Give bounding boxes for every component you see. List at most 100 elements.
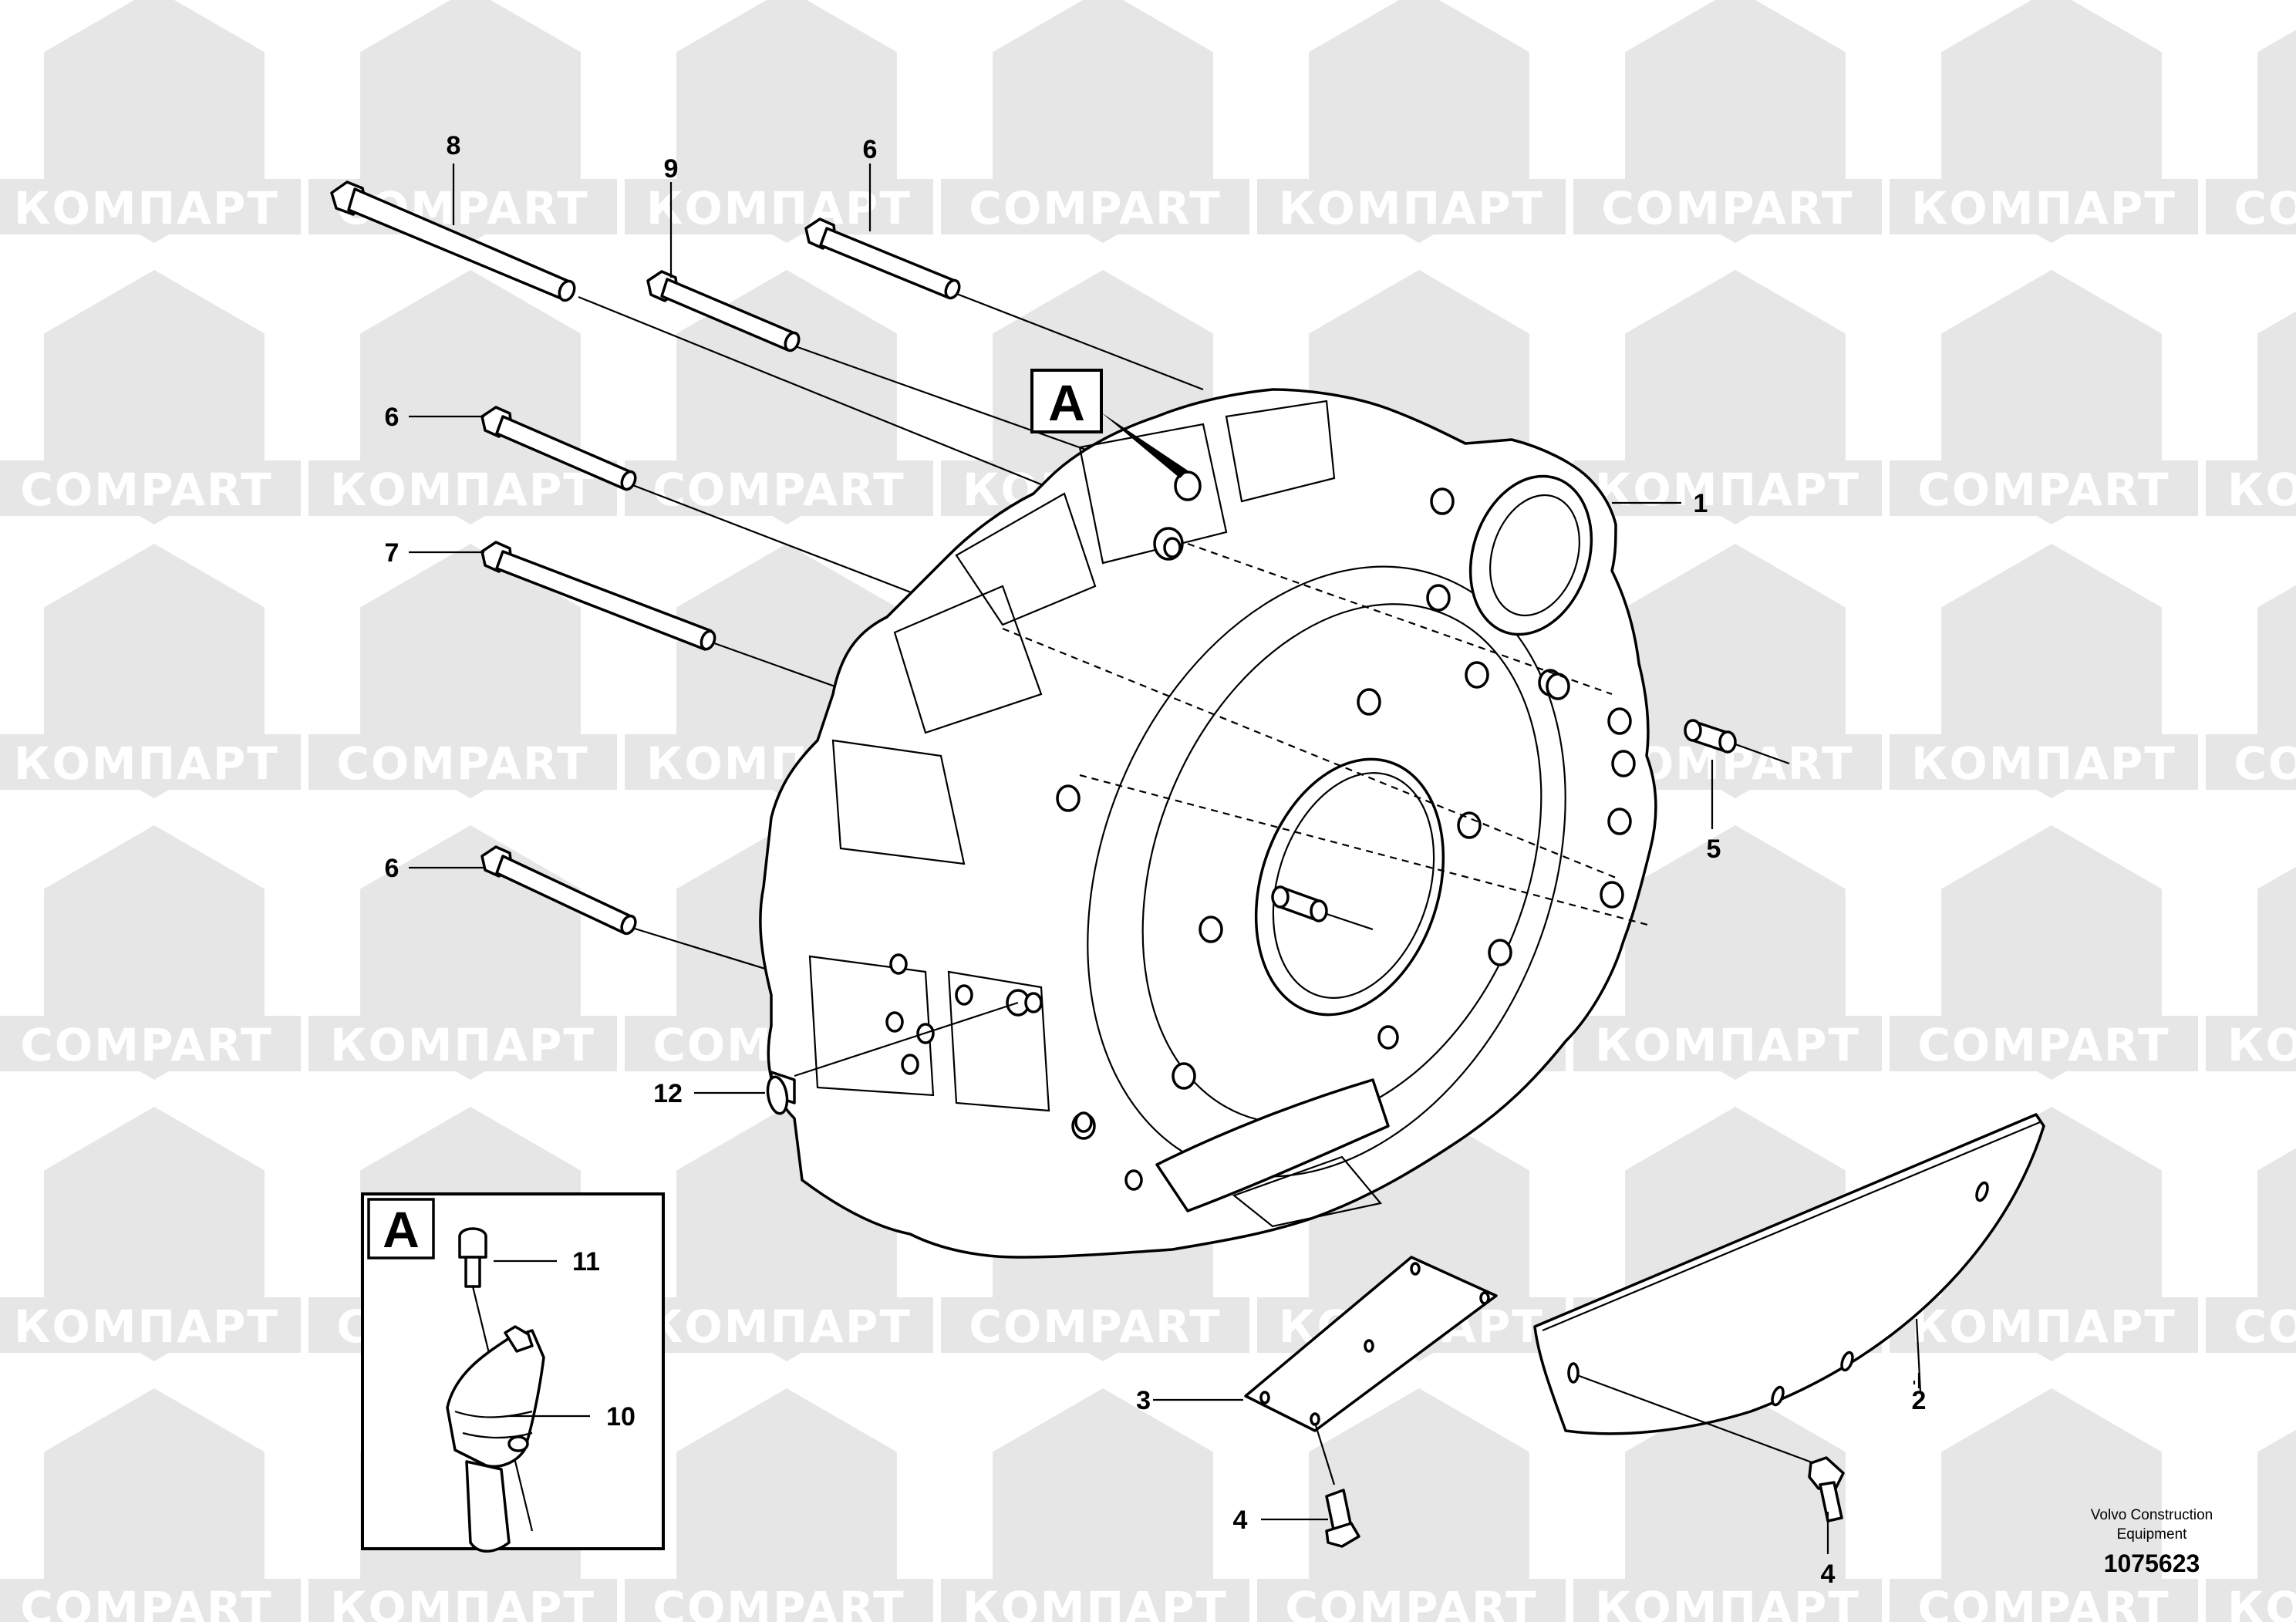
watermark-band	[0, 1297, 301, 1353]
watermark-band	[2206, 1579, 2296, 1622]
callout-6-mid: 6	[385, 403, 400, 432]
bolt-8	[330, 180, 576, 302]
watermark-band	[941, 1297, 1249, 1353]
watermark-band	[625, 1579, 933, 1622]
screw-4-left	[1325, 1489, 1360, 1548]
watermark-text: КОМПАРТ	[1911, 1300, 2176, 1353]
watermark-band	[1257, 179, 1566, 234]
watermark-text: КОМПАРТ	[646, 182, 912, 234]
watermark-band	[2206, 1016, 2296, 1071]
watermark-text: COMPART	[1285, 1582, 1537, 1622]
sensor-10	[446, 1325, 545, 1553]
plug-12	[766, 1001, 1019, 1115]
watermark-hexagon	[2257, 311, 2296, 484]
watermark-band	[0, 1016, 301, 1071]
watermark-hexagon	[2257, 1148, 2296, 1320]
watermark-text: COMPART	[1917, 1582, 2170, 1622]
watermark-text: КОМПАРТ	[646, 1300, 912, 1353]
bolt-7	[480, 541, 716, 651]
screw-4-right	[1808, 1456, 1845, 1523]
watermark-text: COMPART	[20, 464, 272, 516]
detail-a-box: A	[361, 1192, 665, 1553]
watermark-text: COMPART	[2234, 737, 2296, 790]
watermark-text: COMPART	[336, 737, 588, 790]
callout-2: 2	[1912, 1386, 1927, 1415]
watermark-text: COMPART	[652, 1582, 905, 1622]
watermark-text: КОМПАРТ	[1279, 182, 1544, 234]
watermark-text: КОМПАРТ	[2227, 1582, 2296, 1622]
watermark-band	[941, 179, 1249, 234]
watermark-text: COMPART	[969, 1300, 1221, 1353]
callout-10: 10	[606, 1402, 636, 1431]
view-a-label: A	[1048, 374, 1085, 431]
callout-3: 3	[1136, 1386, 1151, 1415]
watermark-text: COMPART	[1917, 1019, 2170, 1071]
watermark-text: COMPART	[1601, 182, 1853, 234]
watermark-band	[1890, 1016, 2198, 1071]
callout-5: 5	[1707, 835, 1721, 864]
watermark-band	[1573, 1579, 1882, 1622]
watermark-band	[2206, 460, 2296, 516]
watermark-text: COMPART	[1917, 464, 2170, 516]
callout-12: 12	[653, 1079, 683, 1108]
watermark-hexagon	[2257, 1429, 2296, 1602]
watermark-band	[1573, 460, 1882, 516]
watermark-text: КОМПАРТ	[14, 737, 279, 790]
watermark-text: КОМПАРТ	[1911, 182, 2176, 234]
footer-company-line1: Volvo Construction	[2091, 1507, 2213, 1523]
bolt-6-mid	[480, 406, 637, 491]
watermark-text: КОМПАРТ	[1595, 464, 1860, 516]
callout-7: 7	[385, 538, 400, 568]
watermark-band	[308, 734, 617, 790]
watermark-hexagon	[1309, 1388, 1529, 1622]
watermark-hexagon	[2257, 29, 2296, 202]
watermark-text: КОМПАРТ	[2227, 464, 2296, 516]
callout-9: 9	[664, 154, 679, 184]
view-a-marker: A	[1030, 369, 1188, 478]
watermark-text: COMPART	[969, 182, 1221, 234]
watermark-band	[2206, 1297, 2296, 1353]
cover-2	[1533, 1113, 2045, 1467]
watermark-band	[0, 179, 301, 234]
callouts: 8 9 6 6 7 6 1 5 12 3 4 2 4 11 10	[385, 131, 1927, 1589]
callout-4-left: 4	[1233, 1506, 1248, 1535]
watermark-band	[625, 1297, 933, 1353]
watermark-band	[1890, 1297, 2198, 1353]
bolt-9	[646, 270, 801, 352]
watermark-band	[308, 460, 617, 516]
watermark-band	[308, 1579, 617, 1622]
screw-11	[458, 1227, 534, 1532]
watermark-band	[0, 460, 301, 516]
watermark-text: COMPART	[20, 1019, 272, 1071]
footer-company-line2: Equipment	[2117, 1526, 2188, 1543]
callout-11: 11	[572, 1247, 600, 1276]
dowel-pin-5	[1684, 719, 1790, 765]
watermark-text: КОМПАРТ	[14, 1300, 279, 1353]
watermark-band	[625, 179, 933, 234]
watermark-band	[941, 1579, 1249, 1622]
watermark-text: КОМПАРТ	[330, 1019, 595, 1071]
bolt-6-low	[480, 845, 637, 936]
watermark-band	[1573, 179, 1882, 234]
flywheel-housing	[759, 388, 1657, 1259]
watermark-band	[2206, 734, 2296, 790]
cover-3	[1244, 1256, 1498, 1485]
watermark-hexagon	[2257, 866, 2296, 1039]
watermark-text: КОМПАРТ	[1911, 737, 2176, 790]
watermark-band	[1890, 1579, 2198, 1622]
bolt-6-top	[804, 218, 961, 300]
watermark-hexagon	[993, 1388, 1213, 1622]
watermark-band	[1573, 1016, 1882, 1071]
watermark-band	[1890, 179, 2198, 234]
watermark-text: КОМПАРТ	[1595, 1019, 1860, 1071]
housing-holes	[885, 470, 1636, 1191]
watermark-text: КОМПАРТ	[330, 1582, 595, 1622]
watermark-band	[308, 1016, 617, 1071]
drawing-number: 1075623	[2104, 1549, 2200, 1577]
watermark-text: COMPART	[2234, 1300, 2296, 1353]
watermark-text: COMPART	[20, 1582, 272, 1622]
watermark-band	[2206, 179, 2296, 234]
watermark-band	[0, 734, 301, 790]
watermark-text: КОМПАРТ	[963, 1582, 1228, 1622]
callout-6-top: 6	[863, 135, 878, 164]
